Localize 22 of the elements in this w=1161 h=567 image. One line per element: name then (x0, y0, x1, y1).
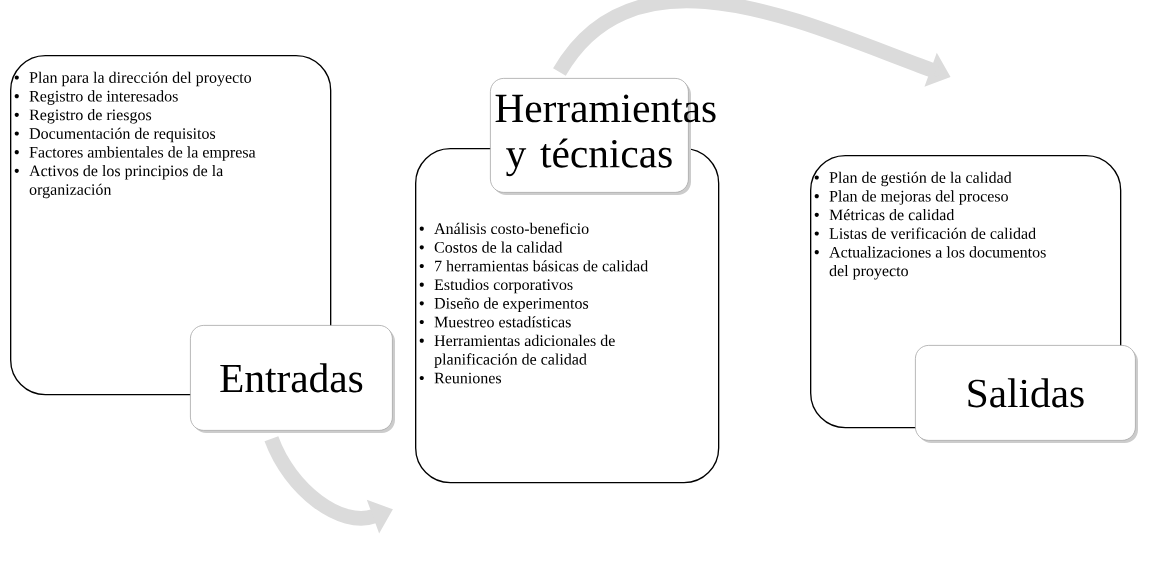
list-item: Plan para la dirección del proyecto (29, 71, 252, 87)
list-item: Registro de riesgos (29, 109, 152, 124)
title-box: Salidas (915, 345, 1138, 443)
list-item: Factores ambientales de la empresa (29, 146, 256, 161)
list-item: Actualizaciones a los documentos del proyecto (829, 246, 1046, 280)
list-item: Registro de interesados (29, 90, 178, 105)
list-item: Plan de gestión de la calidad (829, 171, 1012, 187)
list-item: Métricas de calidad (829, 209, 955, 221)
list-item: Reuniones (434, 372, 502, 384)
list-item: Herramientas adicionales de planificación de calidad (434, 334, 615, 368)
list-item: Listas de verificación de calidad (829, 227, 1036, 239)
list-item: Muestreo estadísticas (434, 316, 571, 328)
list-item: Activos de los principios de la organización (29, 165, 224, 199)
title-box: Herramientas y técnicas (490, 78, 716, 195)
list-item: Diseño de experimentos (434, 297, 589, 312)
list-item: 7 herramientas básicas de calidad (435, 260, 648, 272)
list-item: Documentación de requisitos (29, 127, 216, 143)
title-box: Entradas (190, 325, 395, 433)
list-item: Análisis costo-beneficio (434, 222, 589, 235)
list-item: Estudios corporativos (434, 278, 573, 294)
list-item: Plan de mejoras del proceso (829, 190, 1008, 205)
list-item: Costos de la calidad (434, 241, 563, 253)
